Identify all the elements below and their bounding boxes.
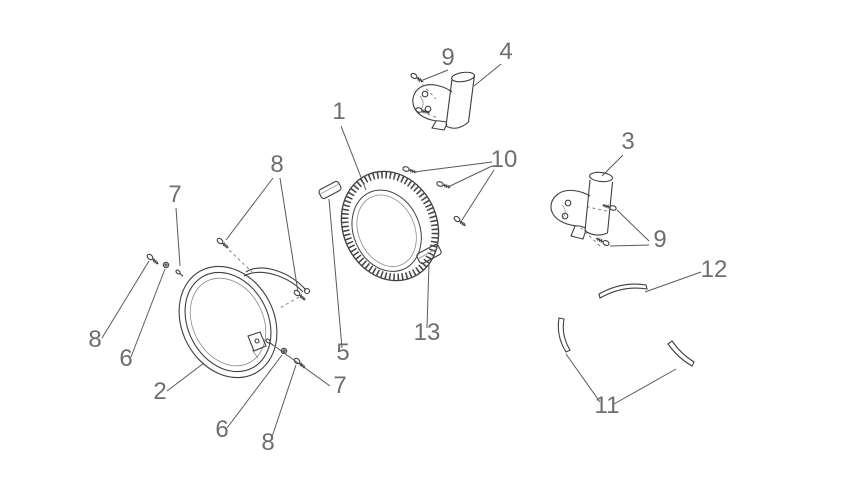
callout-9-right: 9 (653, 226, 666, 253)
screw-10-b (435, 180, 452, 191)
part-trim-11-right (667, 340, 695, 367)
callout-8-bottom: 8 (261, 429, 274, 456)
callout-labels: 9 4 1 3 10 8 7 9 12 13 8 5 6 7 2 11 6 8 (88, 38, 727, 456)
screw-9-d (594, 235, 611, 247)
callout-12: 12 (701, 256, 728, 283)
callout-5: 5 (336, 339, 349, 366)
leader-lines (101, 63, 702, 441)
callout-8-farleft: 8 (88, 326, 101, 353)
part-pad-13 (416, 244, 442, 264)
callout-11: 11 (595, 392, 620, 419)
part-headlight-housing (178, 265, 311, 379)
screw-9-a (409, 71, 426, 85)
part-headlight-lens (340, 170, 440, 282)
screw-10-a (401, 165, 418, 176)
assembly-axis-lines (224, 79, 608, 309)
callout-1: 1 (332, 98, 345, 125)
callout-4: 4 (499, 38, 512, 65)
washer-6-a (162, 261, 170, 269)
pin-7-a (174, 268, 185, 278)
part-trim-12 (598, 283, 648, 299)
callout-7-left: 7 (168, 181, 181, 208)
screw-8-c (145, 252, 161, 267)
part-pad-5 (318, 180, 342, 200)
screw-10-c (452, 214, 468, 229)
callout-10: 10 (491, 146, 518, 173)
callout-13: 13 (414, 319, 441, 346)
callout-6-left: 6 (119, 345, 132, 372)
callout-8-topleft: 8 (270, 151, 283, 178)
callout-6-bottom: 6 (215, 416, 228, 443)
part-bracket-right (550, 171, 614, 240)
screw-8-a (215, 236, 231, 251)
callout-7-bottom: 7 (333, 372, 346, 399)
callout-9-top: 9 (441, 44, 454, 71)
callout-2: 2 (153, 378, 166, 405)
part-trim-11-left (557, 317, 571, 353)
callout-3: 3 (621, 128, 634, 155)
